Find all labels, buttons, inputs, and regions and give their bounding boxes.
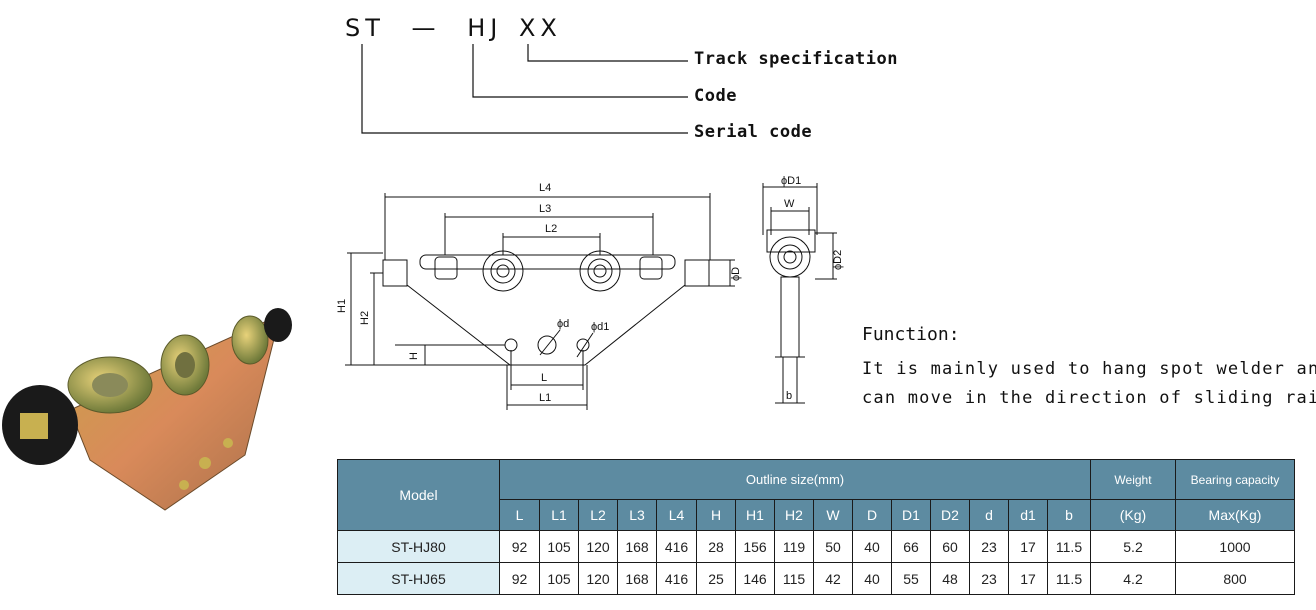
dim-l2: L2 <box>545 223 557 235</box>
value-cell: 23 <box>969 530 1009 563</box>
value-cell: 48 <box>930 562 970 595</box>
code-leader-lines <box>361 44 688 134</box>
value-cell: 120 <box>578 530 618 563</box>
value-cell: 17 <box>1008 530 1048 563</box>
value-cell: 120 <box>578 562 618 595</box>
col-header: D2 <box>930 499 970 531</box>
dim-h: H <box>408 352 420 360</box>
side-view-drawing: ϕD1 W ϕD2 b <box>762 175 844 404</box>
weight-cell: 5.2 <box>1090 530 1176 563</box>
serial-code-label: Serial code <box>694 122 813 142</box>
dim-phi-d1-side: ϕD1 <box>781 175 801 187</box>
bearing-unit: Max(Kg) <box>1175 499 1295 531</box>
dim-phi-d2: ϕD2 <box>832 250 844 270</box>
value-cell: 66 <box>891 530 931 563</box>
value-cell: 55 <box>891 562 931 595</box>
col-header: L2 <box>578 499 618 531</box>
value-cell: 156 <box>735 530 775 563</box>
col-header: W <box>813 499 853 531</box>
col-header: L1 <box>539 499 579 531</box>
value-cell: 50 <box>813 530 853 563</box>
value-cell: 105 <box>539 562 579 595</box>
value-cell: 25 <box>696 562 736 595</box>
header-model: Model <box>337 459 500 531</box>
value-cell: 105 <box>539 530 579 563</box>
weight-cell: 4.2 <box>1090 562 1176 595</box>
dim-w: W <box>784 198 795 210</box>
col-header: H1 <box>735 499 775 531</box>
code-part-xx: XX <box>518 14 562 42</box>
value-cell: 146 <box>735 562 775 595</box>
model-cell: ST-HJ80 <box>337 530 500 563</box>
value-cell: 11.5 <box>1047 562 1091 595</box>
dim-l: L <box>541 372 547 384</box>
front-view-drawing: L4 L3 L2 L L1 H1 H2 H ϕD ϕd ϕd1 <box>336 182 742 410</box>
value-cell: 28 <box>696 530 736 563</box>
header-bearing-capacity: Bearing capacity <box>1175 459 1295 500</box>
value-cell: 168 <box>617 562 657 595</box>
value-cell: 11.5 <box>1047 530 1091 563</box>
value-cell: 416 <box>656 530 697 563</box>
value-cell: 60 <box>930 530 970 563</box>
model-code: ST — HJ XX <box>345 14 562 42</box>
value-cell: 92 <box>499 530 540 563</box>
dim-l4: L4 <box>539 182 551 194</box>
dim-phi-small-d: ϕd <box>557 318 569 330</box>
header-weight: Weight <box>1090 459 1176 500</box>
value-cell: 17 <box>1008 562 1048 595</box>
col-header: b <box>1047 499 1091 531</box>
product-photo <box>2 308 292 511</box>
dim-h2: H2 <box>359 311 371 325</box>
dim-h1: H1 <box>336 299 348 313</box>
col-header: L4 <box>656 499 697 531</box>
dim-l3: L3 <box>539 203 551 215</box>
value-cell: 168 <box>617 530 657 563</box>
dim-phi-d: ϕD <box>730 267 742 281</box>
value-cell: 40 <box>852 562 892 595</box>
value-cell: 119 <box>774 530 814 563</box>
value-cell: 92 <box>499 562 540 595</box>
col-header: d <box>969 499 1009 531</box>
value-cell: 23 <box>969 562 1009 595</box>
table-row: ST-HJ80 92 105 120 168 416 28 156 119 50… <box>337 530 1295 563</box>
weight-unit: (Kg) <box>1090 499 1176 531</box>
header-outline-size: Outline size(mm) <box>499 459 1091 500</box>
spec-table: Model Outline size(mm) Weight Bearing ca… <box>337 459 1295 595</box>
track-spec-label: Track specification <box>694 49 898 69</box>
dim-b: b <box>786 390 792 402</box>
col-header: D1 <box>891 499 931 531</box>
code-part-dash: — <box>411 14 441 42</box>
table-row: ST-HJ65 92 105 120 168 416 25 146 115 42… <box>337 562 1295 595</box>
value-cell: 40 <box>852 530 892 563</box>
code-part-hj: HJ <box>467 14 503 42</box>
function-description: It is mainly used to hang spot welder an… <box>862 355 1316 413</box>
code-part-st: ST <box>345 14 385 42</box>
col-header: L <box>499 499 540 531</box>
value-cell: 416 <box>656 562 697 595</box>
function-line-2: can move in the direction of sliding rai… <box>862 388 1316 408</box>
col-header: H2 <box>774 499 814 531</box>
value-cell: 42 <box>813 562 853 595</box>
col-header: D <box>852 499 892 531</box>
bearing-cell: 800 <box>1175 562 1295 595</box>
code-label: Code <box>694 86 737 106</box>
bearing-cell: 1000 <box>1175 530 1295 563</box>
value-cell: 115 <box>774 562 814 595</box>
dim-phi-d1: ϕd1 <box>591 321 609 333</box>
dim-l1: L1 <box>539 392 551 404</box>
model-cell: ST-HJ65 <box>337 562 500 595</box>
function-title: Function: <box>862 324 960 345</box>
col-header: L3 <box>617 499 657 531</box>
col-header: H <box>696 499 736 531</box>
col-header: d1 <box>1008 499 1048 531</box>
function-line-1: It is mainly used to hang spot welder an… <box>862 359 1316 379</box>
